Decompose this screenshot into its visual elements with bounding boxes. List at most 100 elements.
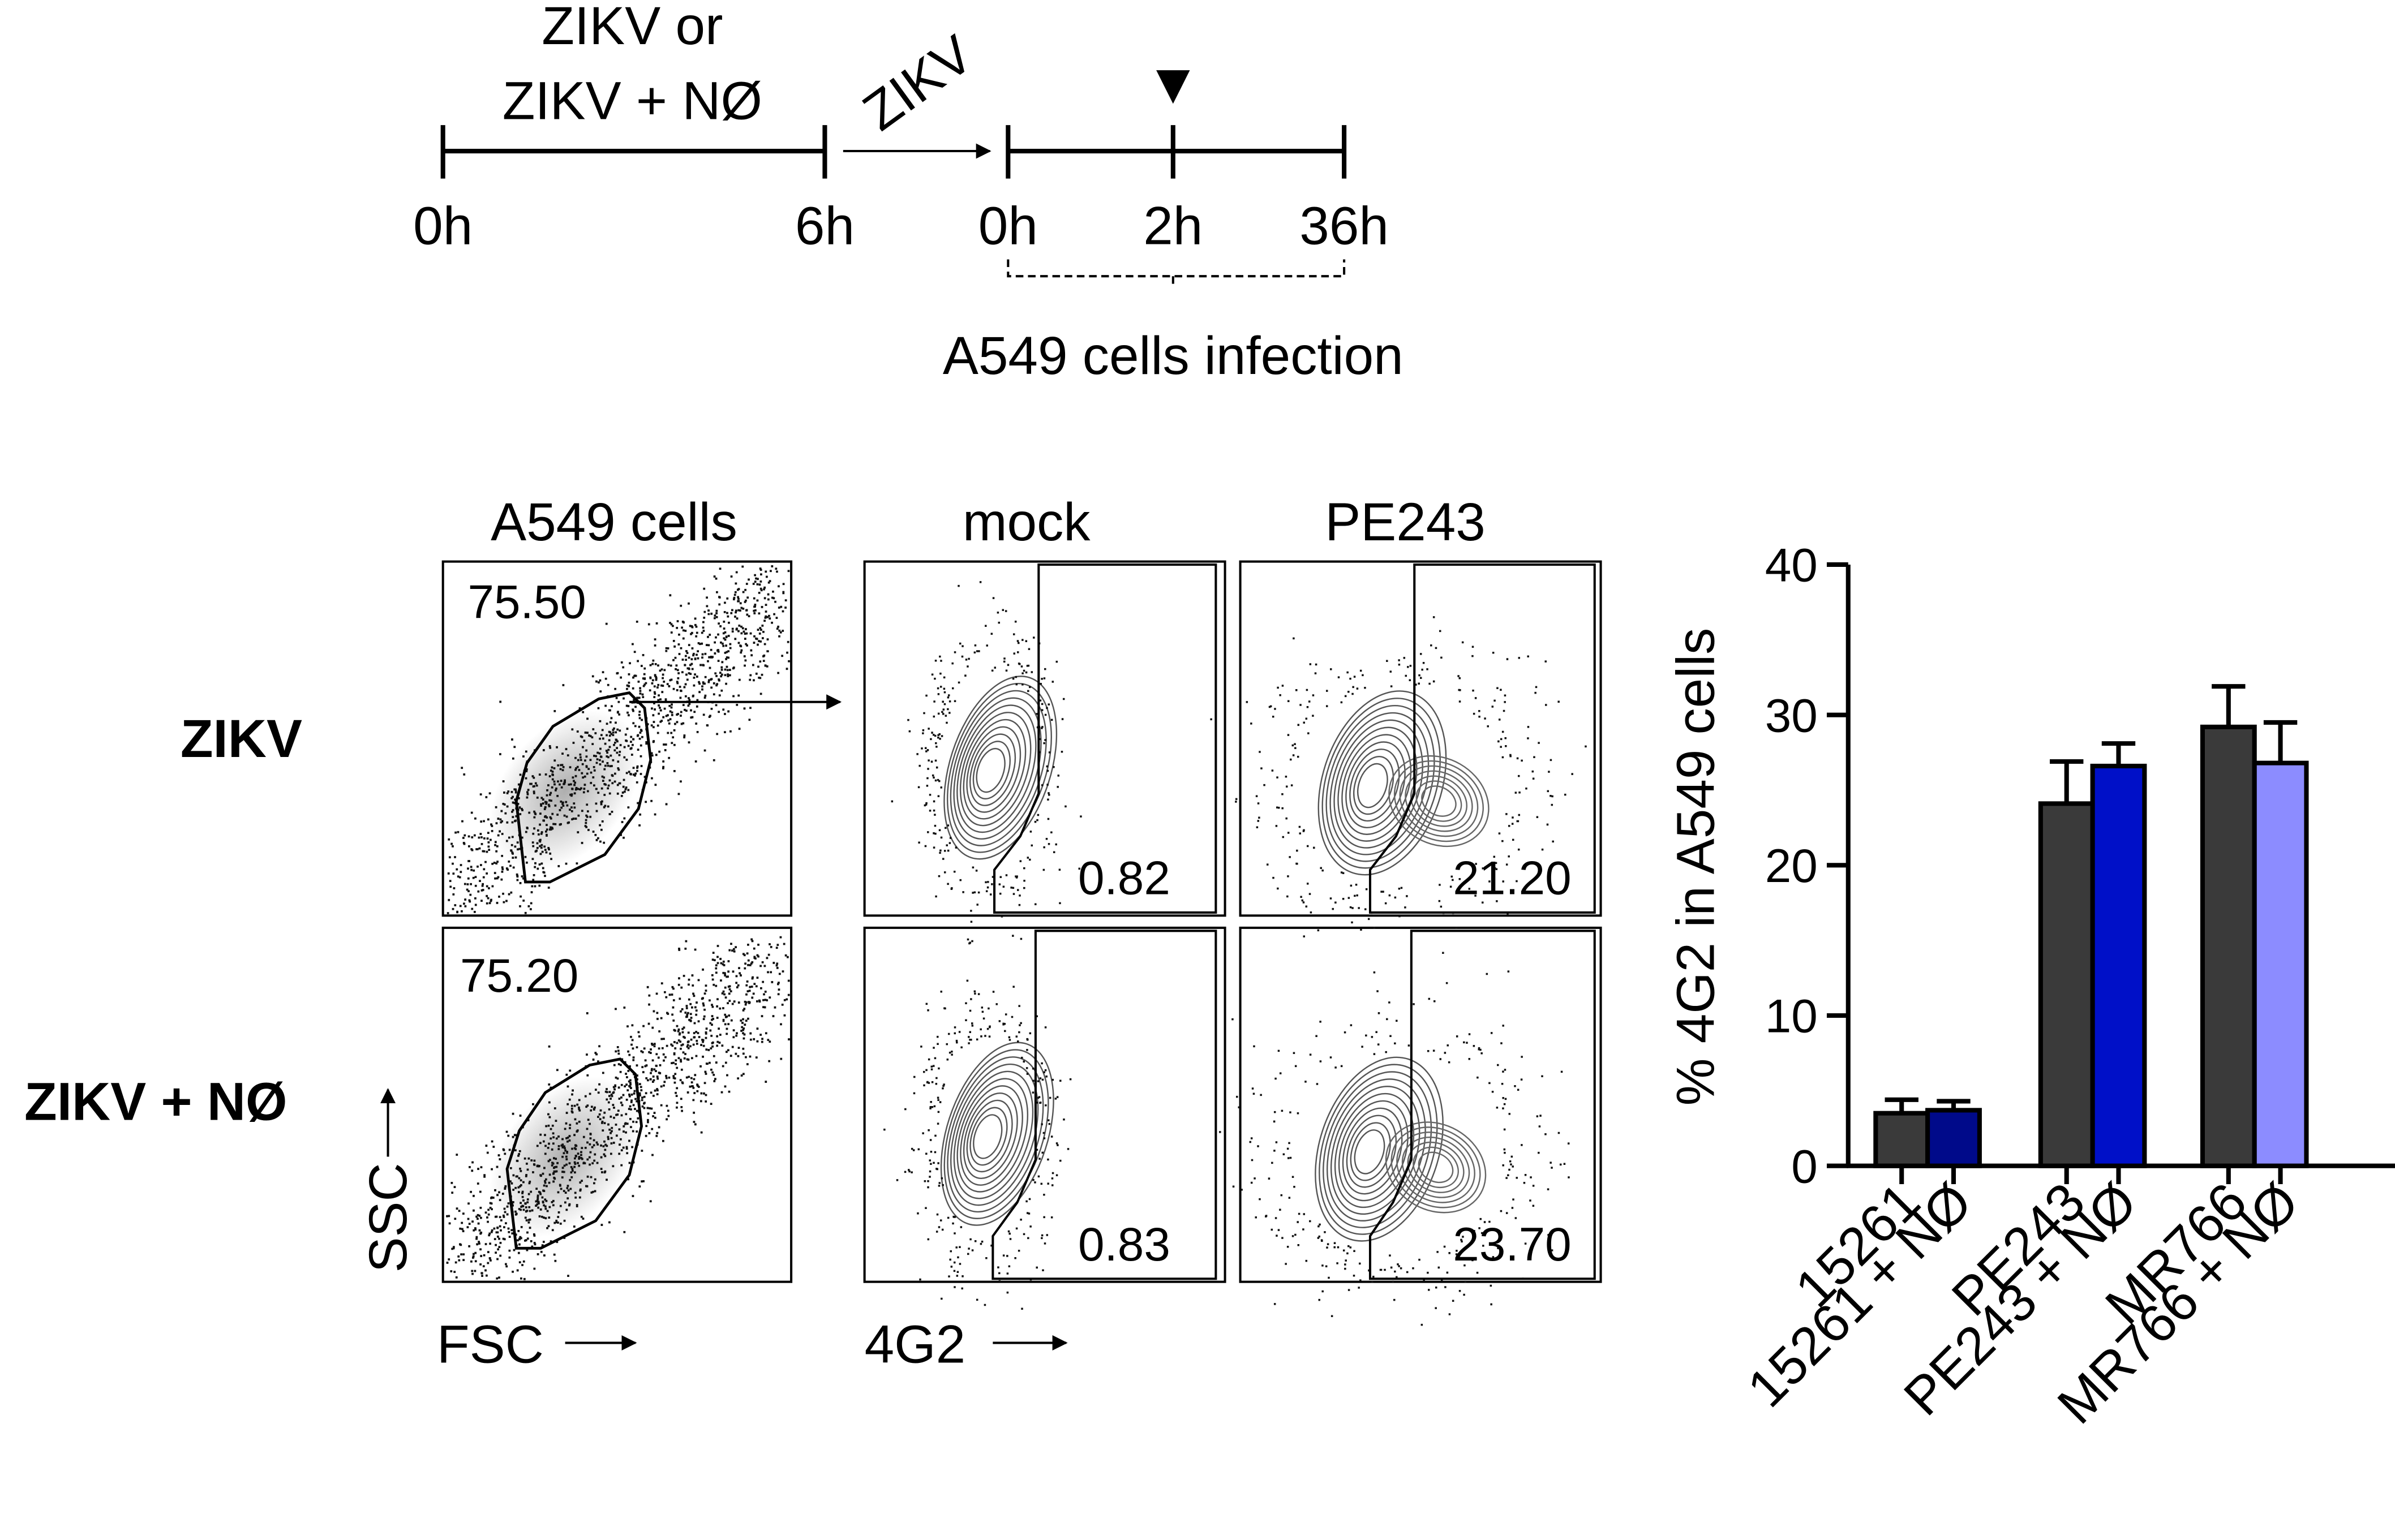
contour-line [1399, 765, 1479, 837]
y-axis-label: % 4G2 in A549 cells [1666, 628, 1726, 1106]
contour-line [1354, 1129, 1385, 1175]
y-tick-label: 0 [1791, 1139, 1818, 1193]
contour-line [1325, 704, 1435, 862]
contour-line [1415, 780, 1462, 822]
contour-line [1319, 1064, 1438, 1235]
gate-value: 21.20 [1453, 851, 1571, 905]
contour-line [943, 676, 1058, 860]
bar [2200, 724, 2257, 1168]
contour-plots [883, 581, 1587, 1326]
panel-mock-zikv-nphi [863, 926, 1226, 1283]
y-tick-label: 10 [1765, 990, 1818, 1043]
column-title-pe243: PE243 [1325, 493, 1486, 552]
bar-chart: % 4G2 in A549 cells 0102030401526115261 … [1666, 539, 2395, 1435]
gate-4g2-pe243 [1368, 930, 1596, 1280]
gate-polygon [514, 691, 653, 884]
timepoint-marker-icon [1156, 70, 1190, 104]
tick-label-2h: 2h [1143, 197, 1203, 256]
contour-line [1388, 755, 1490, 848]
y-tick-label: 40 [1765, 539, 1818, 592]
contour-line [950, 1063, 1039, 1206]
gate-value: 75.20 [460, 949, 578, 1002]
row-label-zikv-nphi: ZIKV + NØ [24, 1073, 287, 1132]
treatment-label-line2: ZIKV + NØ [503, 71, 762, 131]
contour-line [943, 1049, 1049, 1219]
tick-label-0h-infection: 0h [978, 197, 1038, 256]
contour-line [1333, 719, 1423, 849]
infection-bracket [1007, 259, 1346, 287]
gate-4g2-mock [993, 563, 1217, 914]
contour-line [966, 1099, 1013, 1173]
transfer-arrow-label: ZIKV [853, 24, 984, 142]
contour-line [1345, 741, 1406, 829]
contour-line [1418, 1151, 1454, 1184]
contour-line [1317, 690, 1447, 876]
contour-line [1413, 1146, 1459, 1189]
contour-line [1323, 1071, 1432, 1228]
gate-value: 0.82 [1078, 851, 1170, 905]
gate-value: 75.50 [467, 575, 586, 628]
contour-line [1338, 1100, 1409, 1202]
contour-line [1396, 1132, 1475, 1203]
contour-line [946, 682, 1052, 853]
contour-line [969, 1107, 1008, 1166]
bar [2252, 760, 2309, 1168]
contour-line [1341, 734, 1412, 835]
contour-line [1357, 763, 1388, 808]
panel-mock-zikv [863, 560, 1226, 917]
panel-fsc-ssc-zikv-nphi [441, 926, 793, 1283]
panel-fsc-ssc-zikv [441, 560, 793, 917]
contour-line [966, 726, 1021, 813]
contour-line [1349, 749, 1400, 822]
contour-line [960, 1085, 1023, 1186]
column-title-mock: mock [963, 493, 1091, 552]
contour-line [976, 747, 1006, 793]
contour-line [963, 719, 1027, 820]
bar [1925, 1108, 1982, 1168]
contour-line [963, 1092, 1018, 1180]
contour-line [1393, 760, 1484, 842]
contour-line [959, 712, 1032, 827]
axis-label-4g2: 4G2 [865, 1315, 966, 1375]
axis-label-ssc: SSC [359, 1163, 418, 1272]
contour-line [1321, 698, 1441, 869]
tick-label-0h: 0h [413, 197, 473, 256]
treatment-label-line1: ZIKV or [542, 0, 723, 56]
gate-value: 23.70 [1453, 1218, 1571, 1271]
contour-line [1342, 1107, 1403, 1195]
gate-value: 0.83 [1078, 1218, 1170, 1271]
contour-line [1330, 1086, 1420, 1215]
gate-4g2-pe243 [1368, 563, 1596, 914]
contour-line [940, 1042, 1054, 1226]
panel-pe243-zikv-nphi [1239, 926, 1602, 1283]
panel-pe243-zikv [1239, 560, 1602, 917]
gate-polygon [505, 1057, 643, 1250]
tick-label-6h: 6h [795, 197, 855, 256]
contour-line [956, 1078, 1029, 1193]
event-dots [1219, 971, 1570, 1326]
y-tick-label: 20 [1765, 839, 1818, 892]
contour-line [953, 697, 1042, 840]
contour-line [1390, 1126, 1481, 1208]
bar [2090, 763, 2147, 1168]
contour-line [1385, 1121, 1487, 1214]
timeline: ZIKV or ZIKV + NØ 0h 6h ZIKV 0h 2h 36h A… [413, 0, 1403, 386]
flow-panels: A549 cells mock PE243 ZIKV ZIKV + NØ 75.… [24, 493, 1602, 1375]
contour-line [1401, 1136, 1470, 1198]
axis-label-fsc: FSC [437, 1315, 544, 1375]
scatter-dots [446, 565, 790, 1280]
gate-4g2-mock [992, 930, 1217, 1280]
bar [2038, 801, 2095, 1168]
contour-line [1350, 1122, 1391, 1181]
contour-line [1315, 1056, 1444, 1242]
event-dots [883, 979, 1072, 1310]
contour-line [973, 1114, 1003, 1159]
bar [1873, 1111, 1930, 1168]
contour-line [969, 733, 1016, 806]
contour-line [1329, 712, 1430, 855]
contour-line [1346, 1115, 1397, 1188]
contour-line [1421, 785, 1457, 817]
